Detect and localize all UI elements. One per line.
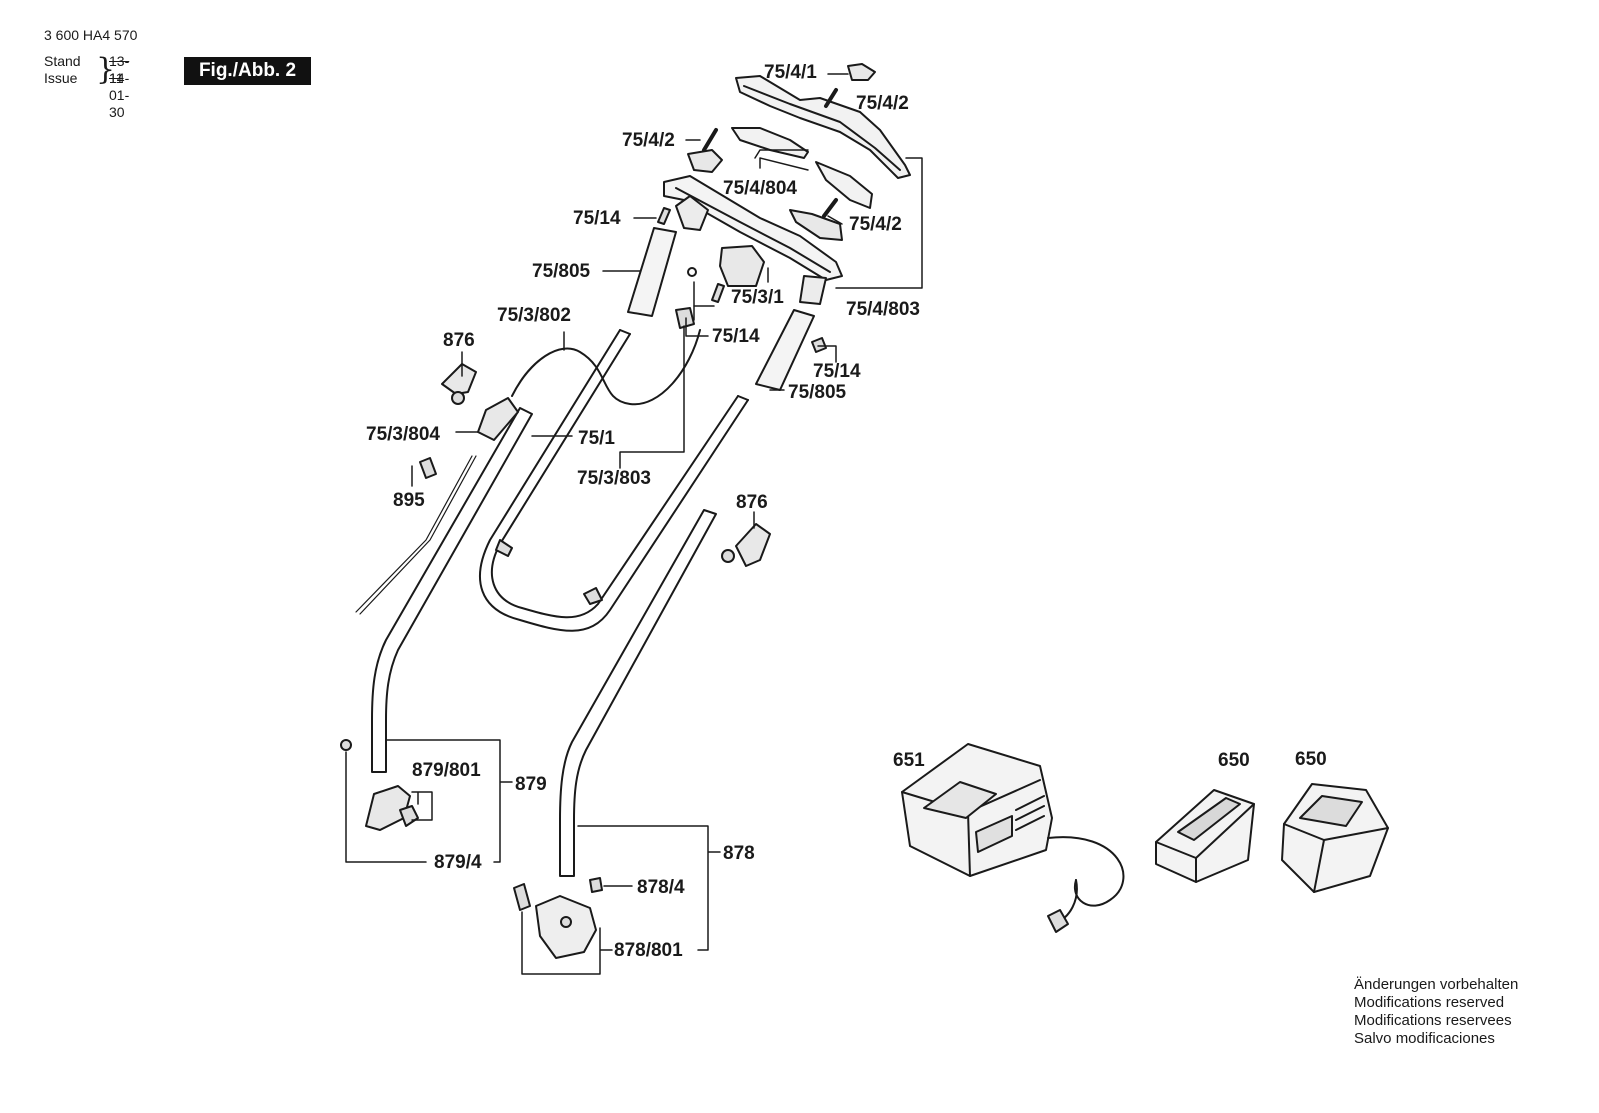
battery-pack-large <box>1281 783 1389 893</box>
part-label-878: 878 <box>723 843 755 864</box>
part-label-876: 876 <box>443 330 475 351</box>
clip-part <box>399 805 419 827</box>
cable-part <box>511 329 701 406</box>
handle-top-cover <box>735 63 911 179</box>
figure-badge: Fig./Abb. 2 <box>184 57 311 85</box>
part-label-879-4: 879/4 <box>434 852 482 873</box>
part-label-75-14: 75/14 <box>813 361 861 382</box>
screw-part <box>589 877 603 893</box>
screw-part <box>657 207 827 353</box>
notice-de: Änderungen vorbehalten <box>1354 976 1519 993</box>
part-label-75-4-2: 75/4/2 <box>849 214 902 235</box>
notice-es: Salvo modificaciones <box>1354 1030 1495 1047</box>
grip-sleeve <box>627 227 677 317</box>
part-label-879: 879 <box>515 774 547 795</box>
part-label-75-3-802: 75/3/802 <box>497 305 571 326</box>
part-label-75-4-1: 75/4/1 <box>764 62 817 83</box>
clip-part <box>687 149 723 173</box>
pin-part <box>822 198 838 218</box>
part-label-878-4: 878/4 <box>637 877 685 898</box>
notice-en: Modifications reserved <box>1354 994 1505 1011</box>
part-label-75-4-804: 75/4/804 <box>723 178 797 199</box>
part-label-876: 876 <box>736 492 768 513</box>
battery-pack-small <box>1155 789 1255 883</box>
upper-handle-bar <box>663 175 843 305</box>
wire-part <box>359 455 477 615</box>
brace-icon: } <box>96 52 116 87</box>
clip-part <box>731 127 809 159</box>
clamp-lever <box>735 523 771 567</box>
screw-part <box>340 739 352 751</box>
part-label-75-805: 75/805 <box>532 261 591 282</box>
part-label-650: 650 <box>1295 749 1327 770</box>
lower-left-tube <box>371 407 533 773</box>
battery-charger <box>901 743 1125 933</box>
clip-part <box>789 209 843 241</box>
modifications-notice: Änderungen vorbehalten Modifications res… <box>1354 976 1518 1048</box>
cable-clip <box>477 397 519 441</box>
pin-part <box>824 88 838 108</box>
clip-part <box>513 883 531 911</box>
part-label-878-801: 878/801 <box>614 940 683 961</box>
part-label-650: 650 <box>1218 750 1250 771</box>
clip-part <box>815 161 873 209</box>
part-label-75-3-803: 75/3/803 <box>577 468 651 489</box>
stand-old-date: 13-11 <box>109 53 130 86</box>
part-label-651: 651 <box>893 750 925 771</box>
part-label-75-3-804: 75/3/804 <box>366 424 440 445</box>
lower-right-tube <box>559 509 717 877</box>
part-label-75-4-803: 75/4/803 <box>846 299 920 320</box>
part-label-75-1: 75/1 <box>578 428 615 449</box>
connector-part <box>675 307 695 329</box>
part-label-879-801: 879/801 <box>412 760 481 781</box>
switch-part <box>719 245 765 287</box>
part-label-75-14: 75/14 <box>573 208 621 229</box>
stand-new-date: 14-01-30 <box>109 70 130 120</box>
upper-u-handle <box>479 329 749 632</box>
pin-part <box>702 128 718 152</box>
issue-label: Issue <box>44 70 78 86</box>
plug-part <box>419 457 437 479</box>
clamp-lever <box>441 363 477 395</box>
stand-label: Stand <box>44 53 81 69</box>
notice-fr: Modifications reservees <box>1354 1012 1512 1029</box>
leader-lines <box>345 73 923 975</box>
part-label-75-3-1: 75/3/1 <box>731 287 784 308</box>
document-number: 3 600 HA4 570 <box>44 27 138 43</box>
revision-block: Stand Issue } 13-11 14-01-30 <box>44 53 129 120</box>
part-label-895: 895 <box>393 490 425 511</box>
part-label-75-805: 75/805 <box>788 382 847 403</box>
part-label-75-4-2: 75/4/2 <box>856 93 909 114</box>
part-label-75-4-2: 75/4/2 <box>622 130 675 151</box>
part-label-75-14: 75/14 <box>712 326 760 347</box>
grip-sleeve <box>755 309 815 391</box>
